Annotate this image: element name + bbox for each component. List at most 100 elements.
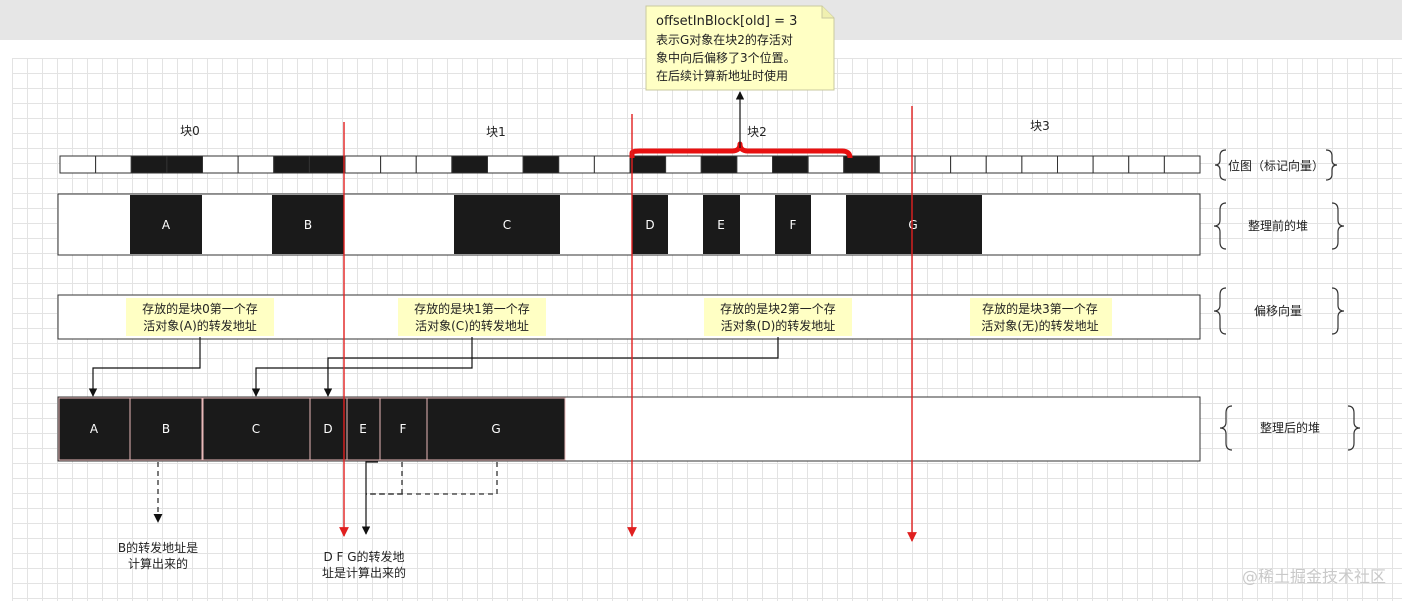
bitmap-cell <box>1163 155 1201 174</box>
offset-note-3-line-1: 活对象(无)的转发地址 <box>981 318 1098 333</box>
bitmap-cell <box>451 155 489 174</box>
label-heap-after: 整理后的堆 <box>1260 420 1320 435</box>
heap-before-object-b <box>272 195 344 254</box>
block-label-3: 块3 <box>1030 119 1050 133</box>
heap-after-object-f <box>379 397 428 461</box>
offset-in-block-note: offsetInBlock[old] = 3 表示G对象在块2的存活对 象中向后… <box>645 5 835 91</box>
heap-after-object-c <box>202 397 311 461</box>
bitmap-cell <box>1128 155 1165 174</box>
bitmap-cell <box>843 155 880 174</box>
bitmap-cell <box>415 155 453 174</box>
brace-bitmap-right <box>1325 149 1338 181</box>
offset-note-2: 存放的是块2第一个存 活对象(D)的转发地址 <box>704 298 852 336</box>
heap-before-label-f: F <box>790 218 797 232</box>
heap-before-frame <box>57 193 1201 256</box>
heap-before-object-c <box>454 195 560 254</box>
bitmap-cell <box>487 155 524 174</box>
heap-before-label-b: B <box>304 218 312 232</box>
note-dfg-line-1: 址是计算出来的 <box>322 565 406 580</box>
offset-note-1: 存放的是块1第一个存 活对象(C)的转发地址 <box>398 298 546 336</box>
watermark: @稀土掘金技术社区 <box>1241 567 1386 586</box>
dfg-solid-link <box>361 461 378 535</box>
brace-before-right <box>1331 202 1345 250</box>
brace-after-right <box>1347 405 1361 451</box>
block-label-1: 块1 <box>486 125 506 139</box>
brace-bitmap-left <box>1214 149 1227 181</box>
bitmap-cell <box>1057 155 1094 174</box>
offset-note-3-line-0: 存放的是块3第一个存 <box>982 301 1098 316</box>
bitmap-cell <box>273 155 310 174</box>
top-note-line-0: offsetInBlock[old] = 3 <box>656 14 797 29</box>
heap-after-label-b: B <box>162 422 170 436</box>
heap-before-label-a: A <box>162 218 171 232</box>
heap-before-object-e <box>703 195 740 254</box>
offset-note-2-line-0: 存放的是块2第一个存 <box>720 301 836 316</box>
bitmap-cell <box>807 155 845 174</box>
heap-before-object-g <box>846 195 982 254</box>
bitmap-cell <box>522 155 560 174</box>
bitmap-cell <box>772 155 809 174</box>
top-note-line-1: 表示G对象在块2的存活对 <box>656 32 793 47</box>
heap-after-object-a <box>58 397 131 461</box>
note-b-line-0: B的转发地址是 <box>118 540 198 555</box>
bitmap-cell <box>166 155 204 174</box>
offset-note-2-line-1: 活对象(D)的转发地址 <box>721 318 836 333</box>
offset-note-0-line-1: 活对象(A)的转发地址 <box>143 318 257 333</box>
dashed-link-g <box>366 462 498 495</box>
label-heap-before: 整理前的堆 <box>1248 218 1308 233</box>
offset-note-0-line-0: 存放的是块0第一个存 <box>142 301 258 316</box>
heap-after-label-a: A <box>90 422 99 436</box>
bitmap-cell <box>1021 155 1059 174</box>
brace-offset-right <box>1331 287 1345 335</box>
bitmap-cell <box>558 155 595 174</box>
heap-after-label-c: C <box>252 422 260 436</box>
offset-note-0: 存放的是块0第一个存 活对象(A)的转发地址 <box>126 298 274 336</box>
label-offset-vector: 偏移向量 <box>1254 303 1302 318</box>
heap-before-object-d <box>632 195 668 254</box>
bitmap-cell <box>1092 155 1130 174</box>
bitmap-cell <box>700 155 738 174</box>
bitmap-cell <box>130 155 168 174</box>
offset-note-3: 存放的是块3第一个存 活对象(无)的转发地址 <box>970 298 1112 336</box>
bitmap-cell <box>202 155 239 174</box>
heap-after-label-f: F <box>400 422 407 436</box>
heap-before-objects: A B C D E F G <box>130 195 982 254</box>
brace-offset-left <box>1213 287 1227 335</box>
heap-before-label-d: D <box>645 218 654 232</box>
bitmap-cell <box>914 155 952 174</box>
bitmap-cell <box>308 155 346 174</box>
forward-arrow-d <box>323 337 779 397</box>
heap-after-label-g: G <box>491 422 500 436</box>
heap-before-label-e: E <box>717 218 725 232</box>
bitmap-cell <box>237 155 275 174</box>
heap-after-object-b <box>129 397 203 461</box>
heap-before-object-f <box>775 195 811 254</box>
forward-arrow-a <box>88 337 201 397</box>
block-label-2: 块2 <box>747 125 767 139</box>
bitmap-cell <box>629 155 667 174</box>
bitmap-row <box>59 155 1201 174</box>
brace-before-left <box>1213 202 1227 250</box>
bitmap-cell <box>950 155 987 174</box>
note-b-line-1: 计算出来的 <box>128 556 188 571</box>
top-note-line-3: 在后续计算新地址时使用 <box>656 68 788 83</box>
offset-note-1-line-1: 活对象(C)的转发地址 <box>415 318 529 333</box>
bitmap-cell <box>878 155 916 174</box>
block-label-0: 块0 <box>180 124 200 138</box>
heap-after-object-e <box>346 397 381 461</box>
bitmap-cell <box>95 155 132 174</box>
bitmap-cell <box>380 155 417 174</box>
bitmap-cell <box>593 155 631 174</box>
heap-before-label-c: C <box>503 218 511 232</box>
note-dfg-line-0: D F G的转发地 <box>323 549 404 564</box>
bitmap-cell <box>344 155 382 174</box>
forward-arrow-c <box>251 337 473 397</box>
heap-after-objects: A B C D E F G <box>58 397 566 461</box>
heap-after-label-d: D <box>323 422 332 436</box>
heap-after-object-g <box>426 397 566 461</box>
heap-before-object-a <box>130 195 202 254</box>
bitmap-cell <box>665 155 702 174</box>
heap-after-object-d <box>309 397 348 461</box>
